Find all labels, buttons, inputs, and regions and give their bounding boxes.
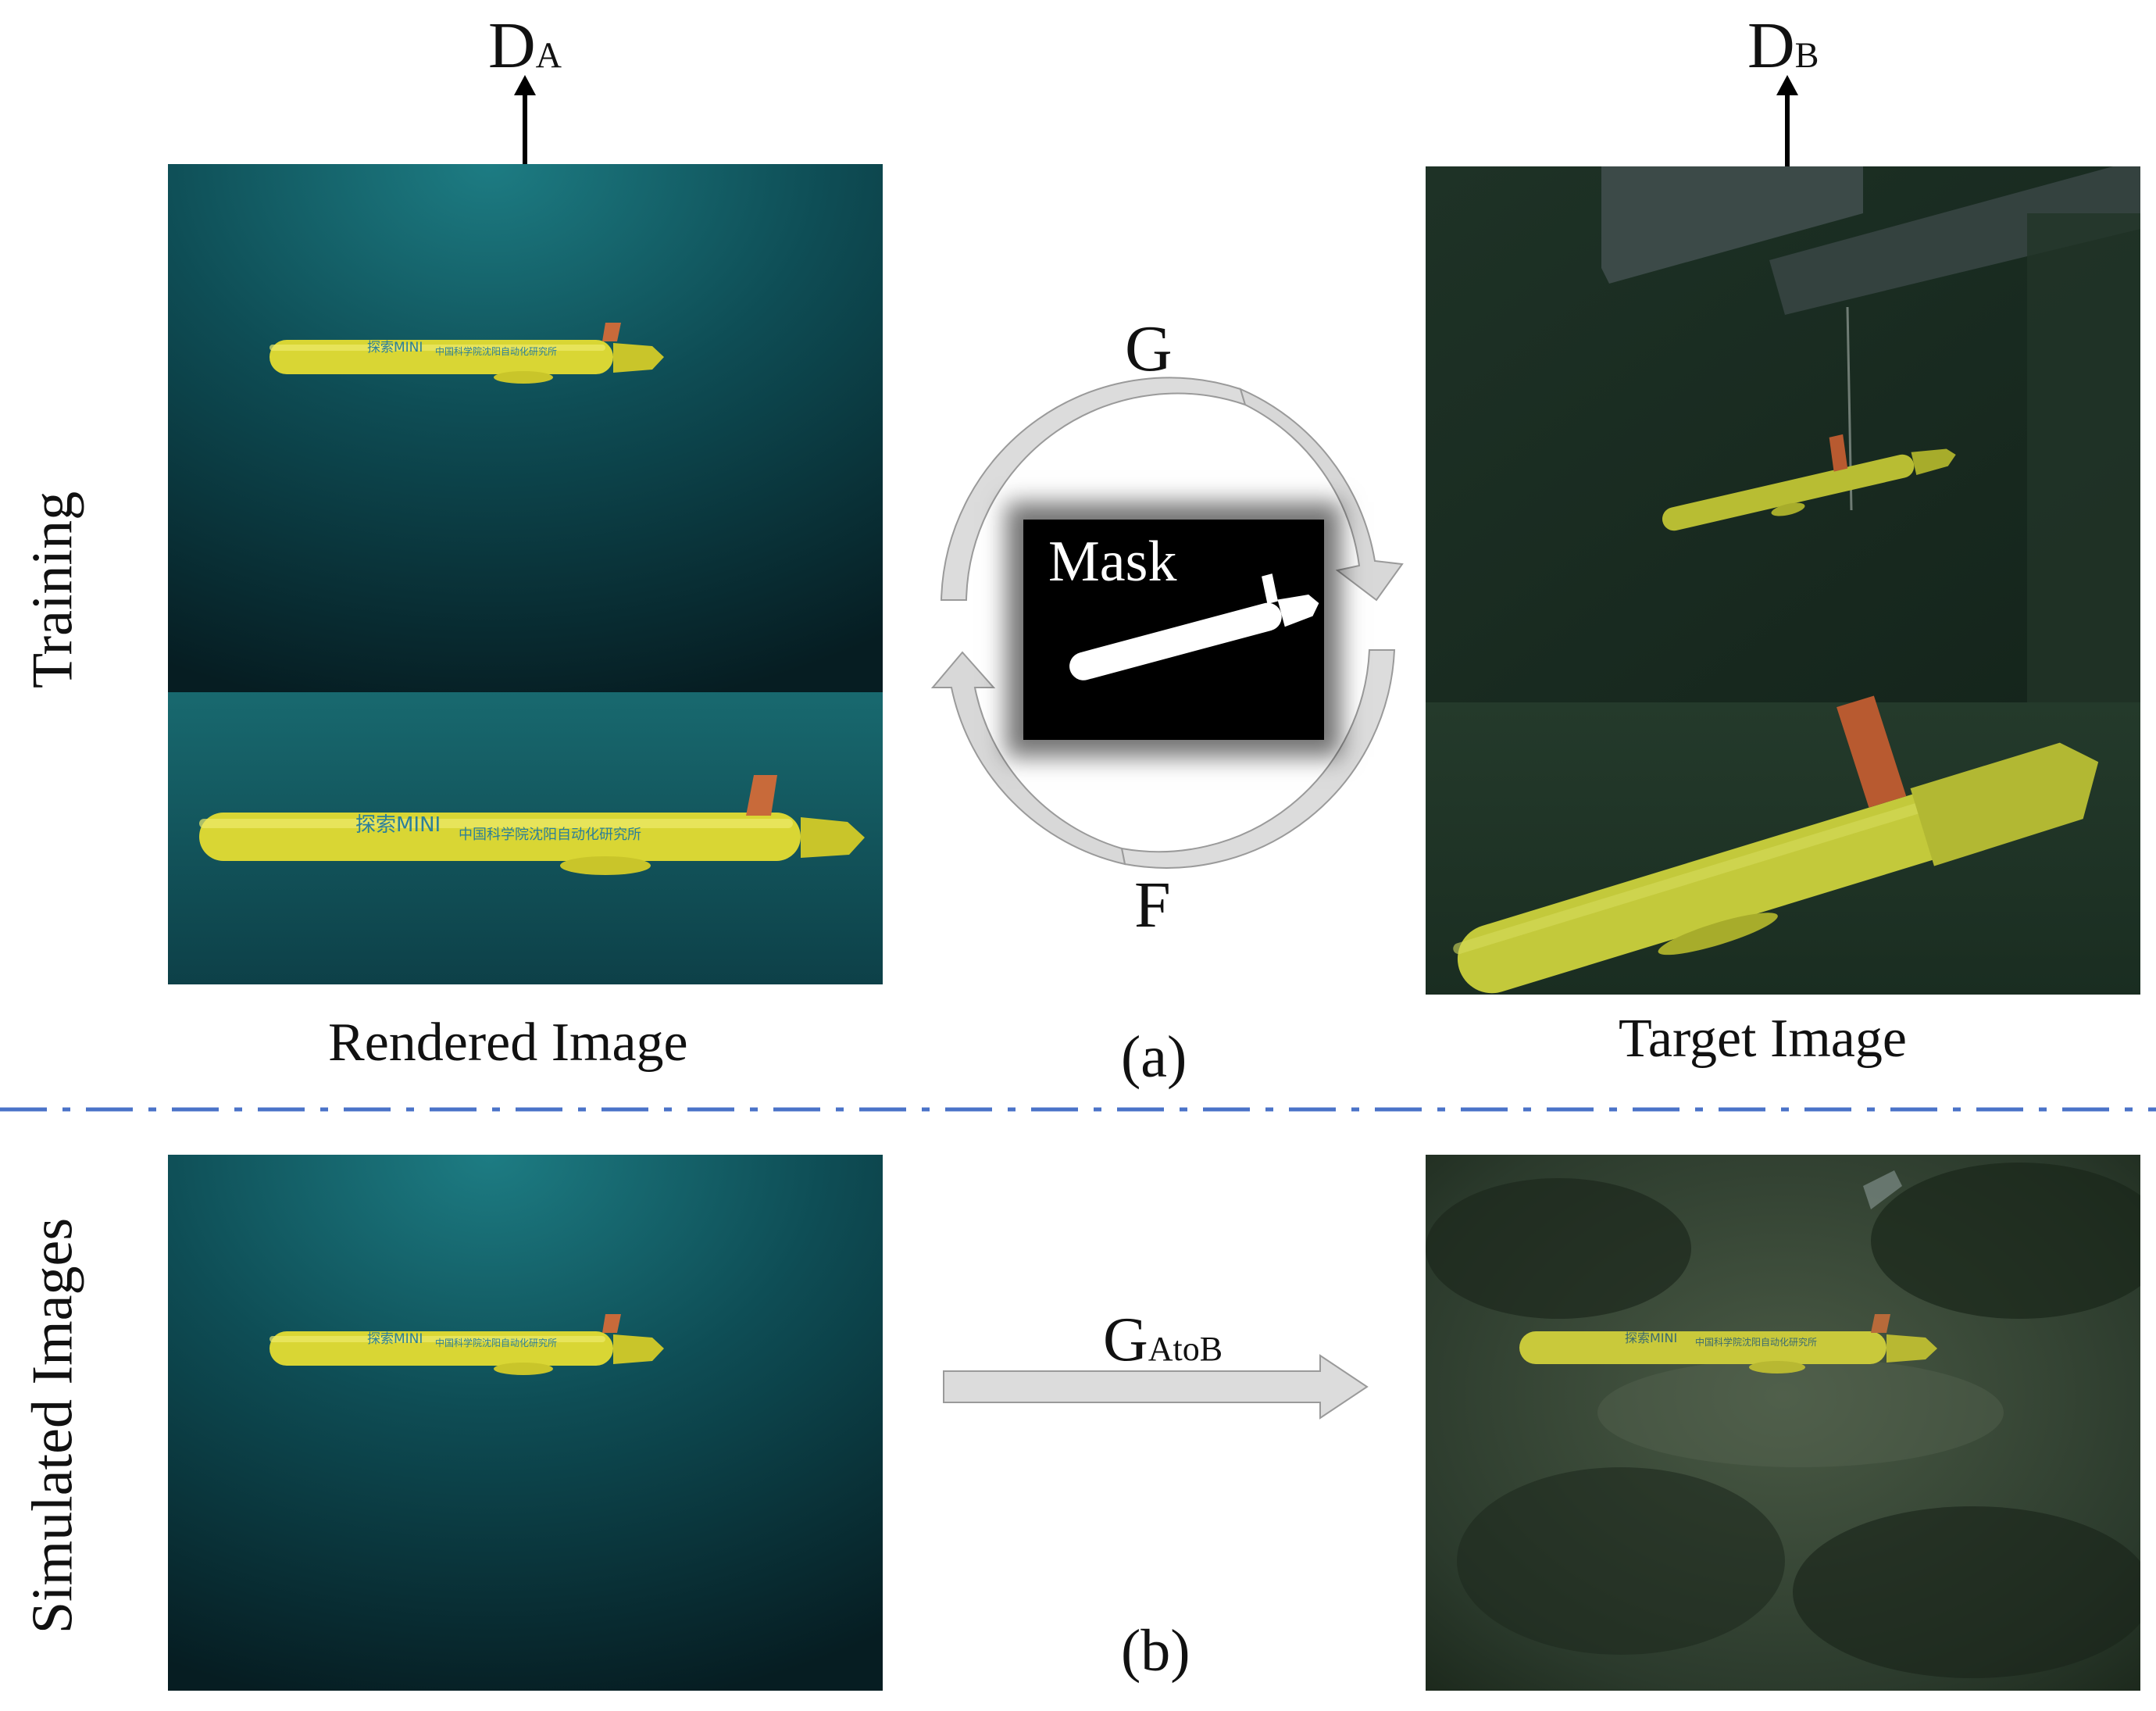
mask-silhouette — [1069, 573, 1319, 680]
caption-part-a: (a) — [1121, 1024, 1187, 1090]
discriminator-b-label: DB — [1747, 8, 1819, 84]
simulated-result-vehicle — [1519, 1314, 1937, 1373]
simulated-source-vehicle — [270, 1314, 664, 1375]
mask-card: Mask — [1023, 520, 1324, 740]
cycle-label-f: F — [1134, 869, 1171, 941]
discriminator-a-label: DA — [488, 8, 562, 84]
caption-target-image: Target Image — [1619, 1009, 1907, 1069]
discriminator-b-letter: D — [1747, 9, 1795, 82]
vehicle-large-name: 探索MINI — [355, 813, 441, 837]
target-vehicle-small — [1662, 434, 1956, 531]
rendered-image-panel: 探索MINI 中国科学院沈阳自动化研究所 探索MINI 中国科学院沈阳自动化研究… — [168, 164, 883, 984]
caption-rendered-image: Rendered Image — [328, 1013, 688, 1073]
cycle-label-g: G — [1125, 313, 1173, 385]
row-label-simulated: Simulated Images — [20, 1217, 85, 1634]
row-label-training: Training — [20, 491, 85, 689]
mask-label: Mask — [1048, 530, 1177, 594]
discriminator-a-letter: D — [488, 9, 536, 82]
vehicle-large — [199, 775, 865, 875]
caption-part-b: (b) — [1121, 1618, 1190, 1684]
simulated-result-vehicle-org: 中国科学院沈阳自动化研究所 — [1695, 1336, 1817, 1348]
vehicle-small-name: 探索MINI — [367, 340, 423, 355]
simulated-result-vehicle-name: 探索MINI — [1625, 1331, 1677, 1345]
simulated-source-panel: 探索MINI 中国科学院沈阳自动化研究所 — [168, 1155, 883, 1691]
vehicle-small — [270, 323, 664, 384]
target-vehicle-large — [1453, 695, 2099, 994]
simulated-result-panel: 探索MINI 中国科学院沈阳自动化研究所 — [1426, 1155, 2140, 1691]
vehicle-large-org: 中国科学院沈阳自动化研究所 — [459, 827, 641, 843]
simulated-source-vehicle-org: 中国科学院沈阳自动化研究所 — [435, 1337, 557, 1348]
generator-subscript: AtoB — [1148, 1330, 1223, 1368]
target-image-panel — [1426, 166, 2140, 995]
discriminator-b-subscript: B — [1794, 35, 1819, 75]
simulated-source-vehicle-name: 探索MINI — [367, 1331, 423, 1347]
generator-letter: G — [1103, 1306, 1148, 1374]
discriminator-a-subscript: A — [535, 35, 562, 75]
vehicle-small-org: 中国科学院沈阳自动化研究所 — [435, 345, 557, 357]
generator-label: GAtoB — [1103, 1305, 1223, 1376]
